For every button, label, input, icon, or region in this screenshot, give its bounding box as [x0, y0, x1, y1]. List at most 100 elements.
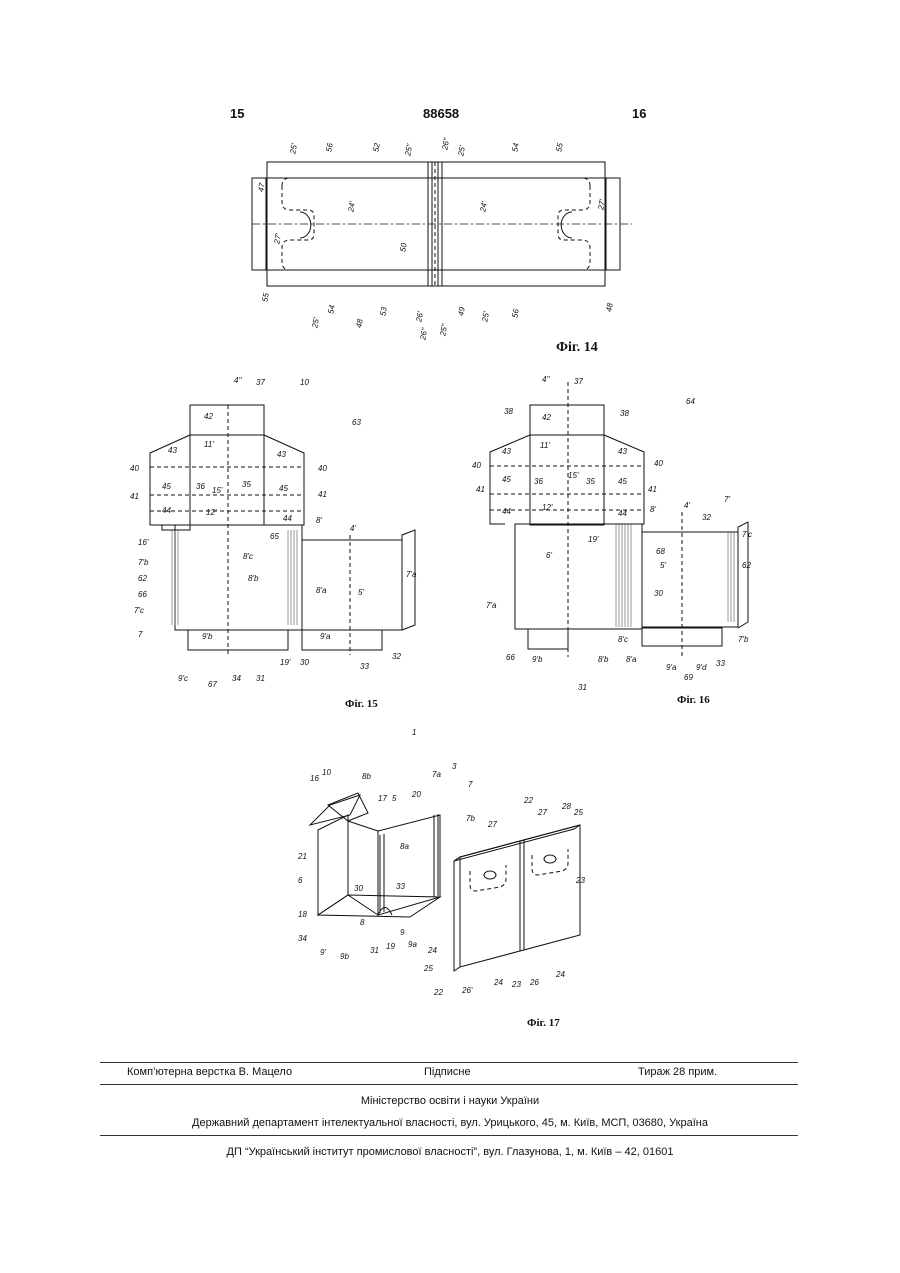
fig14-label-47: 47	[256, 182, 267, 193]
fig16-label-42: 42	[542, 413, 551, 422]
fig16-label-38b: 38	[620, 409, 629, 418]
fig15-label-40b: 40	[318, 464, 327, 473]
fig17-label-5: 5	[392, 794, 397, 803]
fig17-label-33: 33	[396, 882, 405, 891]
fig17-label-8b: 8b	[362, 772, 371, 781]
fig15-label-42: 42	[204, 412, 213, 421]
fig17-label-22a: 22	[523, 796, 533, 805]
fig16-label-62: 62	[742, 561, 751, 570]
fig14-label-26b: 26''	[440, 137, 451, 152]
fig15-label-40a: 40	[130, 464, 139, 473]
fig17-label-26p: 26'	[461, 986, 473, 995]
fig17-label-25a: 25	[573, 808, 583, 817]
fig17-label-7: 7	[468, 780, 473, 789]
fig16-label-37: 37	[574, 377, 583, 386]
fig14-label-53: 53	[378, 306, 389, 317]
fig14-label-55a: 55	[554, 142, 565, 153]
fig14-label-26a: 26'	[414, 310, 425, 323]
fig14-label-24a: 24'	[346, 200, 357, 213]
fig16-label-9pd: 9'd	[696, 663, 707, 672]
fig16-label-8pc: 8'c	[618, 635, 628, 644]
fig16-label-69: 69	[684, 673, 693, 682]
signed-label: Підписне	[424, 1066, 471, 1078]
fig17-label-9b: 9b	[340, 952, 349, 961]
fig15-label-9pc: 9'c	[178, 674, 188, 683]
page-number-right: 16	[632, 106, 646, 121]
fig15-label-7: 7	[138, 630, 143, 639]
fig16-label-5p: 5'	[660, 561, 666, 570]
fig17-label-19: 19	[386, 942, 395, 951]
fig17-label-7a: 7a	[432, 770, 441, 779]
fig14-label-49: 49	[456, 306, 467, 317]
fig15-label-4p: 4'	[350, 524, 356, 533]
fig17-label-24a: 24	[427, 946, 437, 955]
footer-rule-top	[100, 1062, 798, 1063]
fig16-label-9pb: 9'b	[532, 655, 543, 664]
fig17-label-25b: 25	[423, 964, 433, 973]
fig17-label-23b: 23	[511, 980, 521, 989]
fig17-label-7b: 7b	[466, 814, 475, 823]
fig16-label-8p: 8'	[650, 505, 656, 514]
fig15-label-34: 34	[232, 674, 241, 683]
fig15-label-16p: 16'	[138, 538, 149, 547]
fig16-label-43a: 43	[502, 447, 511, 456]
fig16-label-45a: 45	[502, 475, 511, 484]
institute-line: ДП “Український інститут промислової вла…	[0, 1146, 900, 1158]
fig15-label-35: 35	[242, 480, 251, 489]
fig15-label-12: 12'	[206, 508, 217, 517]
fig16-label-32: 32	[702, 513, 711, 522]
fig16-label-44b: 44	[618, 509, 627, 518]
fig15-label-5p: 5'	[358, 588, 364, 597]
fig17-label-27a: 27	[537, 808, 547, 817]
figure-17-caption: Фіг. 17	[527, 1017, 560, 1029]
fig17-label-24b: 24	[493, 978, 503, 987]
fig17-label-22b: 22	[433, 988, 443, 997]
fig17-label-10: 10	[322, 768, 331, 777]
fig17-label-17: 17	[378, 794, 387, 803]
fig16-label-41a: 41	[476, 485, 485, 494]
fig15-label-9pa: 9'a	[320, 632, 331, 641]
fig15-label-43a: 43	[168, 446, 177, 455]
footer-rule-bottom	[100, 1135, 798, 1136]
fig14-label-25c: 25'	[456, 144, 467, 157]
fig14-label-50: 50	[398, 242, 409, 253]
fig16-label-4pp: 4''	[542, 375, 550, 384]
fig14-label-26c: 26''	[418, 327, 429, 342]
fig16-label-6p: 6'	[546, 551, 552, 560]
fig17-label-24c: 24	[555, 970, 565, 979]
fig14-label-48a: 48	[354, 318, 365, 329]
fig15-label-11: 11'	[204, 440, 214, 449]
ministry-line: Міністерство освіти і науки України	[0, 1095, 900, 1107]
fig14-label-56b: 56	[510, 308, 521, 319]
fig15-label-65: 65	[270, 532, 279, 541]
fig17-label-21: 21	[297, 852, 307, 861]
fig15-label-63: 63	[352, 418, 361, 427]
fig16-label-64: 64	[686, 397, 695, 406]
fig17-label-18: 18	[298, 910, 307, 919]
fig16-label-40a: 40	[472, 461, 481, 470]
fig14-label-48b: 48	[604, 302, 615, 313]
fig17-label-30: 30	[354, 884, 363, 893]
fig16-label-12: 12'	[542, 503, 553, 512]
fig16-label-36: 36	[534, 477, 543, 486]
fig15-label-44a: 44	[162, 506, 171, 515]
fig16-label-4p: 4'	[684, 501, 690, 510]
figure-15-caption: Фіг. 15	[345, 698, 378, 710]
fig15-label-4pp: 4''	[234, 376, 242, 385]
layout-credit: Комп’ютерна верстка В. Мацело	[127, 1066, 292, 1078]
fig15-label-7pa: 7'a	[406, 570, 417, 579]
footer-rule-middle	[100, 1084, 798, 1085]
fig16-label-9pa: 9'a	[666, 663, 677, 672]
fig16-label-19p: 19'	[588, 535, 599, 544]
fig17-label-9a: 9a	[408, 940, 417, 949]
fig16-label-66: 66	[506, 653, 515, 662]
fig14-label-54b: 54	[326, 304, 337, 315]
fig15-label-10: 10	[300, 378, 309, 387]
fig16-label-7pc: 7'c	[742, 530, 752, 539]
page-number-left: 15	[230, 106, 244, 121]
fig16-label-7pa: 7'a	[486, 601, 497, 610]
figure-16-caption: Фіг. 16	[677, 694, 710, 706]
fig14-label-56a: 56	[324, 142, 335, 153]
fig15-label-67: 67	[208, 680, 217, 689]
fig16-label-40b: 40	[654, 459, 663, 468]
